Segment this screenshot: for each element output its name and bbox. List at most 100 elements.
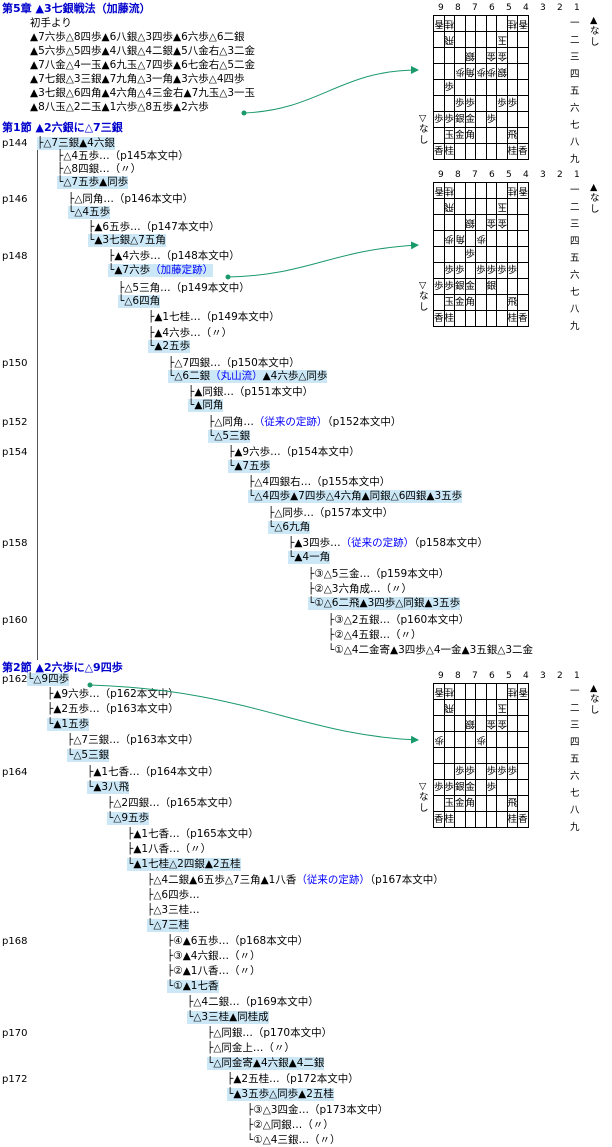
column-number: 7	[472, 170, 478, 180]
board-square: 桂	[444, 15, 455, 32]
board-square: 歩	[433, 278, 445, 295]
board-square: 桂	[507, 683, 518, 700]
board-square: 香	[517, 15, 529, 32]
board-square	[496, 310, 508, 327]
variation-move: ├△3三桂…	[147, 904, 200, 916]
board-square	[517, 111, 529, 128]
board-square: 桂	[444, 182, 455, 199]
board-square	[506, 230, 519, 247]
board-square	[433, 699, 445, 716]
board-square	[443, 63, 456, 80]
board-square	[454, 310, 466, 327]
row-number: 三	[570, 52, 580, 63]
main-line-move: └△3三桂▲同桂成	[187, 1011, 269, 1024]
board-square	[475, 683, 487, 700]
board-square: 歩	[433, 731, 445, 748]
main-line-move: └△7五歩▲同歩	[57, 176, 129, 189]
board-square	[454, 683, 466, 700]
row-number: 九	[570, 321, 580, 332]
board-square	[496, 246, 508, 263]
board-square	[443, 747, 456, 764]
main-line-move: └▲1七桂△2四銀▲2五桂	[127, 858, 241, 871]
board-square: 歩	[506, 763, 519, 780]
board-square	[464, 731, 477, 748]
board-square: 玉	[443, 127, 456, 144]
chapter-move-line: ▲3七銀△6四角▲4六角△4三金右▲7九玉△3一玉	[30, 87, 256, 99]
page-ref: p158	[2, 538, 28, 549]
column-number: 9	[438, 671, 444, 681]
bottom-hand: ▽なし	[419, 113, 429, 146]
board-square: 桂	[506, 143, 519, 160]
board-square	[454, 31, 466, 48]
main-line-move: └△4五歩	[68, 206, 111, 219]
column-number: 2	[557, 170, 563, 180]
variation-move: ├▲4六歩…（p148本文中）	[108, 250, 240, 262]
board-square	[475, 246, 487, 263]
board-square	[475, 15, 487, 32]
board-square: 歩	[443, 262, 456, 279]
row-number: 二	[570, 202, 580, 213]
board-square	[433, 63, 445, 80]
board-square: 銀	[454, 278, 466, 295]
board-square: 金	[464, 779, 477, 796]
variation-move: ├③▲4六銀…（〃）	[167, 950, 261, 962]
board-square: 歩	[433, 111, 445, 128]
board-square	[485, 198, 498, 215]
board-square	[475, 811, 487, 828]
variation-move: ├▲1七香…（p164本文中）	[87, 766, 219, 778]
row-number: 八	[570, 805, 580, 816]
column-number: 8	[455, 170, 461, 180]
board-square	[485, 811, 498, 828]
board-square	[443, 47, 456, 64]
board-row-labels: 一二三四五六七八九	[570, 15, 580, 168]
board-square	[517, 731, 529, 748]
board-square: 桂	[443, 143, 456, 160]
column-number: 2	[557, 3, 563, 13]
board-square	[517, 795, 529, 812]
board-square	[496, 79, 508, 96]
board-square: 歩	[454, 262, 466, 279]
board-square	[485, 143, 498, 160]
board-square: 歩	[496, 95, 508, 112]
main-line-move: ├△7三銀▲4六銀	[37, 137, 115, 150]
board-square	[475, 214, 487, 231]
board-square	[464, 15, 477, 32]
row-number: 三	[570, 219, 580, 230]
top-hand: ▲なし	[590, 15, 600, 48]
board-square	[454, 79, 466, 96]
row-number: 二	[570, 703, 580, 714]
variation-move: ├△8四銀…（〃）	[57, 163, 142, 175]
chapter-move-line: ▲7六歩△8四歩▲6八銀△3四歩▲6六歩△6二銀	[30, 31, 245, 43]
board-square	[475, 47, 487, 64]
board-square	[475, 95, 487, 112]
board-square	[475, 294, 487, 311]
variation-move: ├②▲1八香…（〃）	[167, 965, 261, 977]
board-square	[475, 31, 487, 48]
variation-move: ├△4二銀▲6五歩△7三角▲1八香（従来の定跡）（p167本文中）	[147, 874, 444, 886]
arrow-to-board-2	[227, 241, 419, 278]
main-line-move: └△9四歩	[27, 673, 70, 686]
board-square	[443, 214, 456, 231]
page-ref: p146	[2, 194, 28, 205]
top-hand: ▲なし	[590, 683, 600, 716]
row-number: 八	[570, 304, 580, 315]
board-square: 香	[433, 182, 445, 199]
variation-move: ├▲1八香…（〃）	[127, 843, 212, 855]
board-square	[485, 182, 498, 199]
variation-move: ├△同金上…（〃）	[207, 1042, 295, 1054]
board-square	[475, 795, 487, 812]
chapter-move-line: ▲7八金△4一玉▲6九玉△7四歩▲6七金右△5二金	[30, 59, 256, 71]
board-square	[517, 294, 529, 311]
bottom-hand: ▽なし	[419, 280, 429, 313]
board-row-labels: 一二三四五六七八九	[570, 182, 580, 335]
main-line-move: └▲4一角	[288, 551, 331, 564]
board-square	[475, 143, 487, 160]
board-square	[517, 95, 529, 112]
board-square	[464, 31, 477, 48]
board-square	[496, 15, 508, 32]
variation-move: ├▲1七香…（p165本文中）	[127, 828, 259, 840]
row-number: 七	[570, 120, 580, 131]
chapter-start: 初手より	[30, 17, 72, 29]
board-square: 歩	[464, 95, 477, 112]
variation-move: ├②△同銀…（〃）	[247, 1119, 334, 1131]
